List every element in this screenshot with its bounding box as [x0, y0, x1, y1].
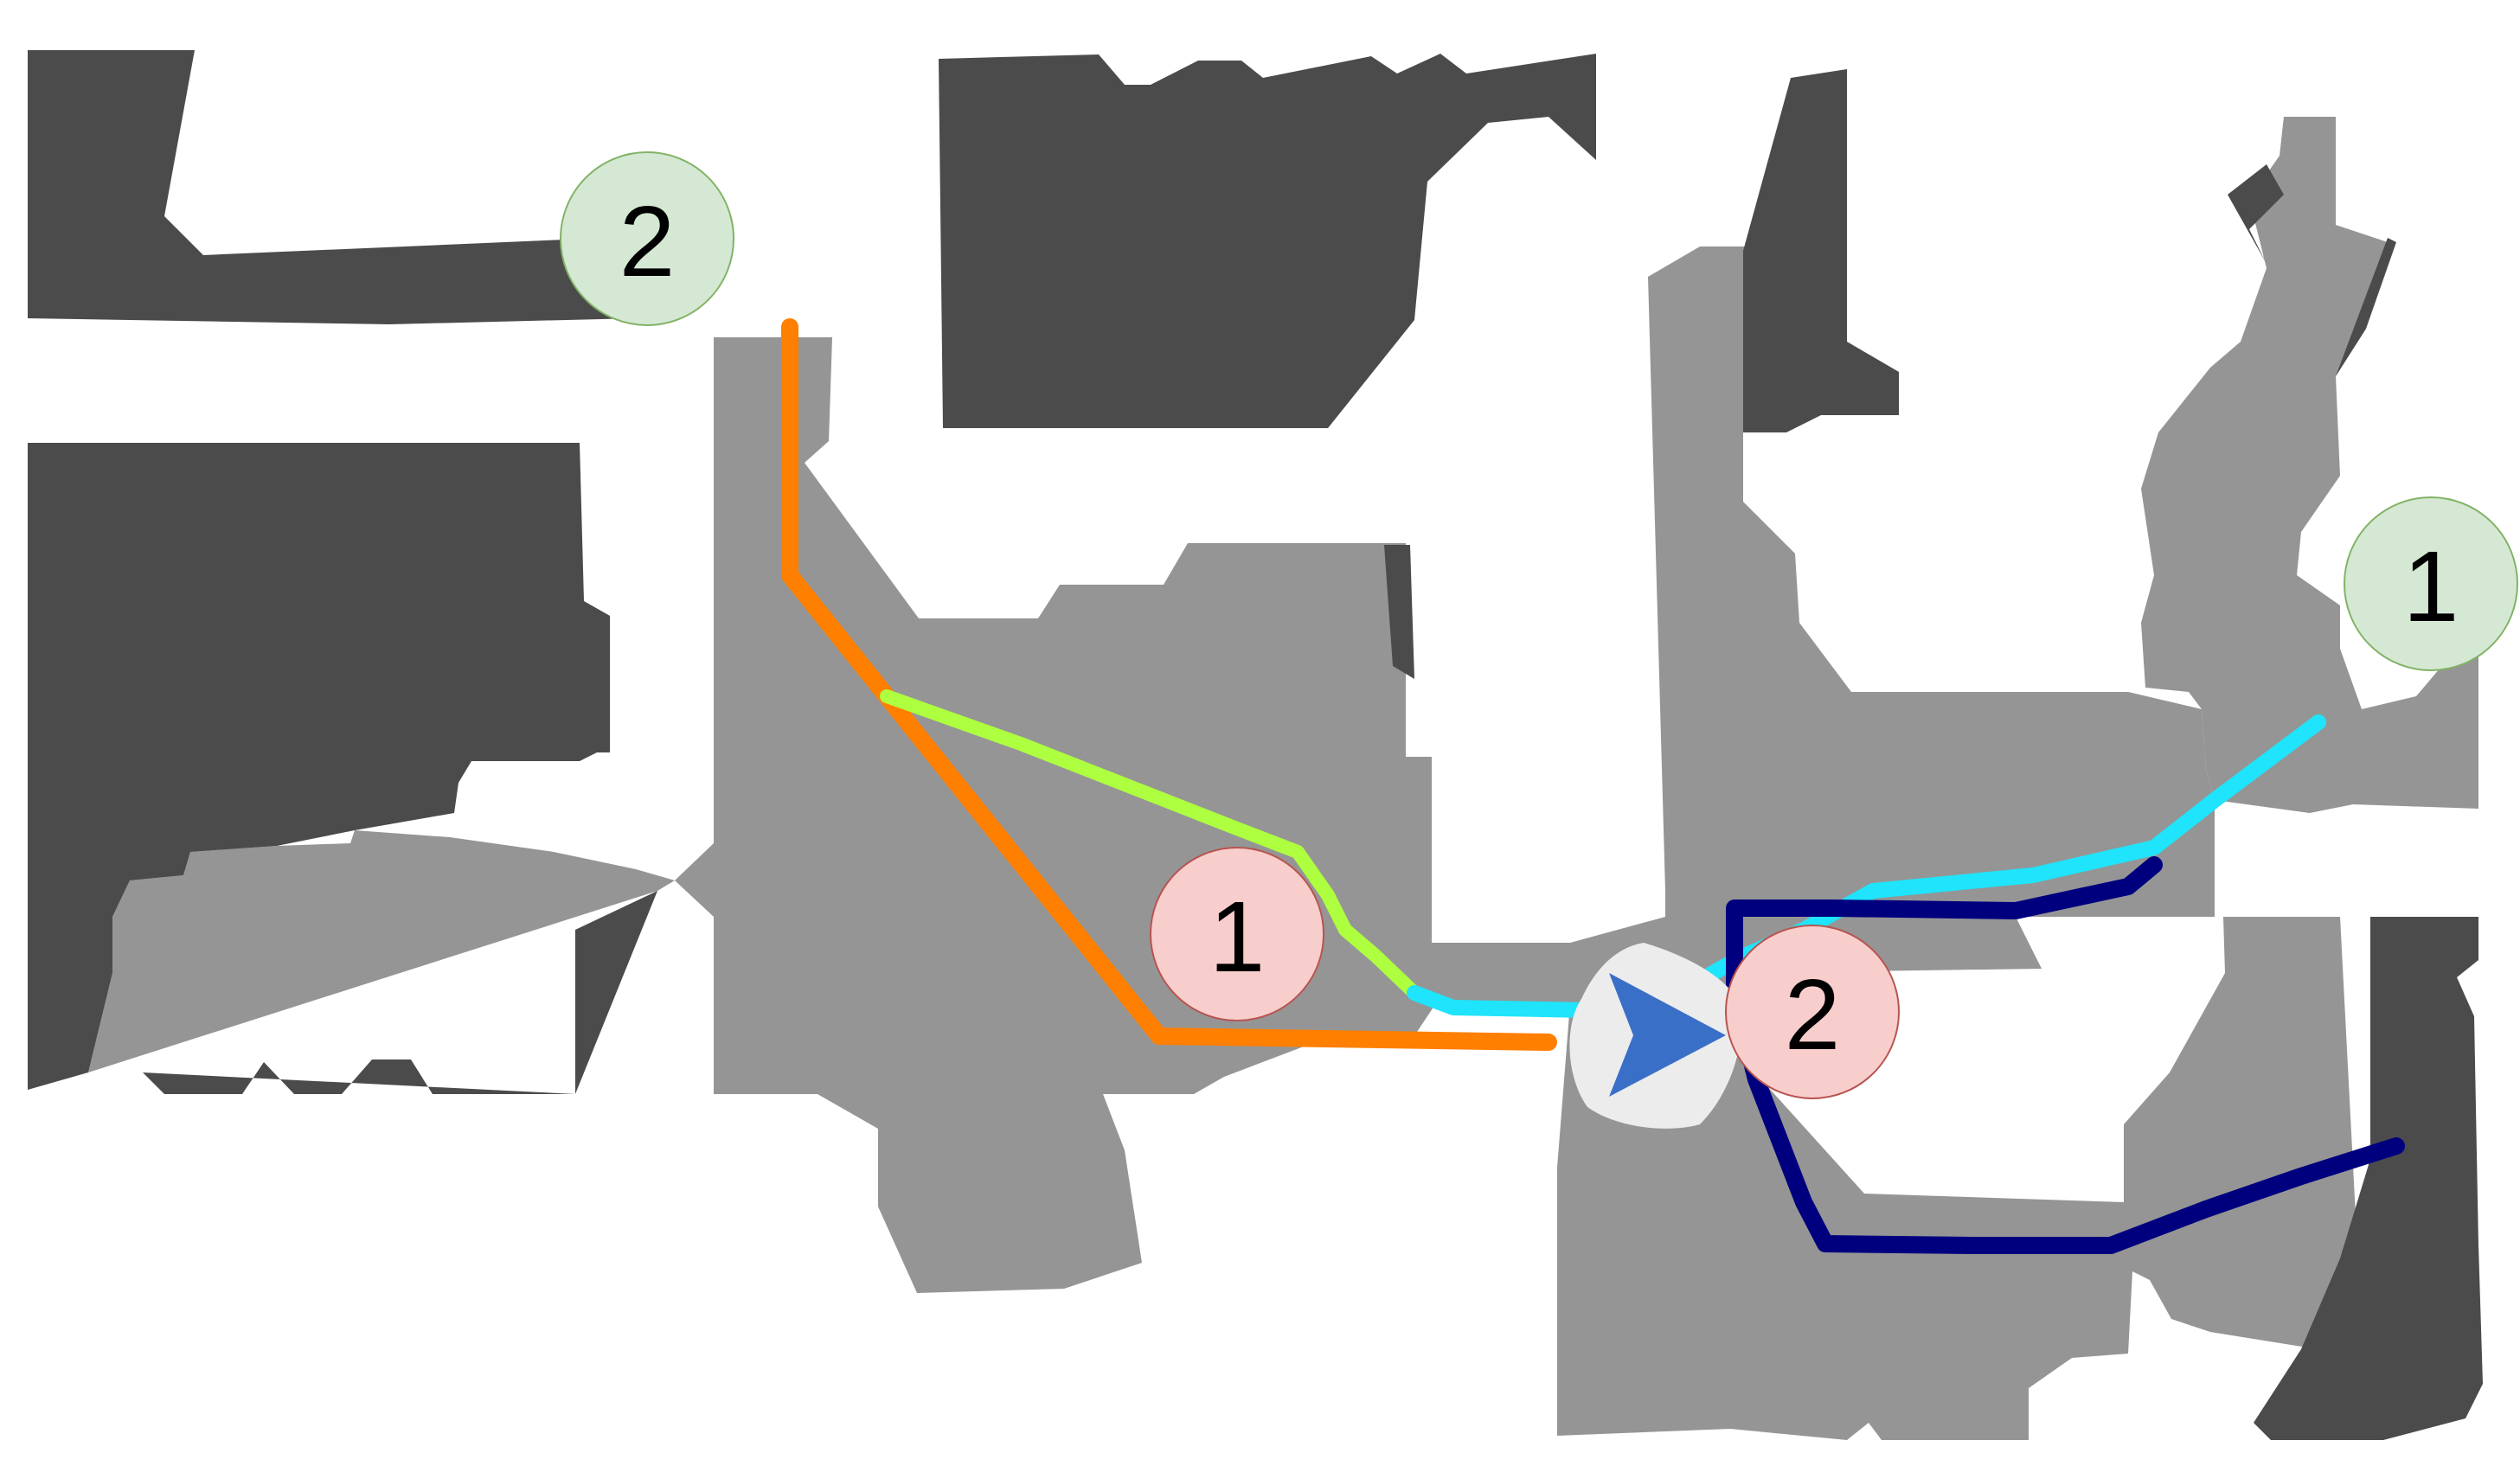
- obstacle-upper-right: [2228, 164, 2284, 264]
- waypoint-marker-red-1: 1: [1150, 847, 1324, 1021]
- obstacle-upper-right-2: [2336, 238, 2396, 376]
- explored-area: [88, 117, 2478, 1440]
- markers: 2 1 1 2: [560, 151, 2518, 1099]
- obstacle-top-center: [939, 54, 1596, 428]
- explored-wedge-left: [88, 830, 675, 1072]
- obstacle-lower-right: [2254, 917, 2483, 1440]
- obstacle-center-right-sliver: [1384, 545, 1414, 679]
- waypoint-marker-red-2: 2: [1725, 925, 1900, 1099]
- path-navy: [1726, 856, 2405, 1254]
- waypoint-marker-red-1-circle: [1150, 847, 1324, 1021]
- obstacles: [28, 50, 2483, 1440]
- goal-marker-green-1-label: 1: [2403, 530, 2459, 643]
- explored-branch-right: [2141, 117, 2478, 813]
- obstacle-top-left: [28, 50, 636, 324]
- waypoint-marker-red-2-label: 2: [1785, 958, 1841, 1071]
- agent: [1569, 943, 1741, 1129]
- goal-marker-green-2-circle: [560, 151, 734, 326]
- explored-column-center: [1557, 246, 2362, 1440]
- goal-marker-green-1: 1: [2344, 496, 2518, 671]
- navigation-arrow-icon: [1609, 973, 1726, 1097]
- waypoint-marker-red-1-label: 1: [1209, 880, 1266, 993]
- goal-marker-green-2-label: 2: [619, 185, 676, 298]
- explored-room-center-left: [675, 337, 1570, 1293]
- obstacle-left-block: [28, 443, 610, 1090]
- path-lime: [880, 689, 1421, 1000]
- obstacle-tall-right: [1743, 69, 1899, 432]
- goal-marker-green-1-circle: [2344, 496, 2518, 671]
- waypoint-marker-red-2-circle: [1725, 925, 1900, 1099]
- goal-marker-green-2: 2: [560, 151, 734, 326]
